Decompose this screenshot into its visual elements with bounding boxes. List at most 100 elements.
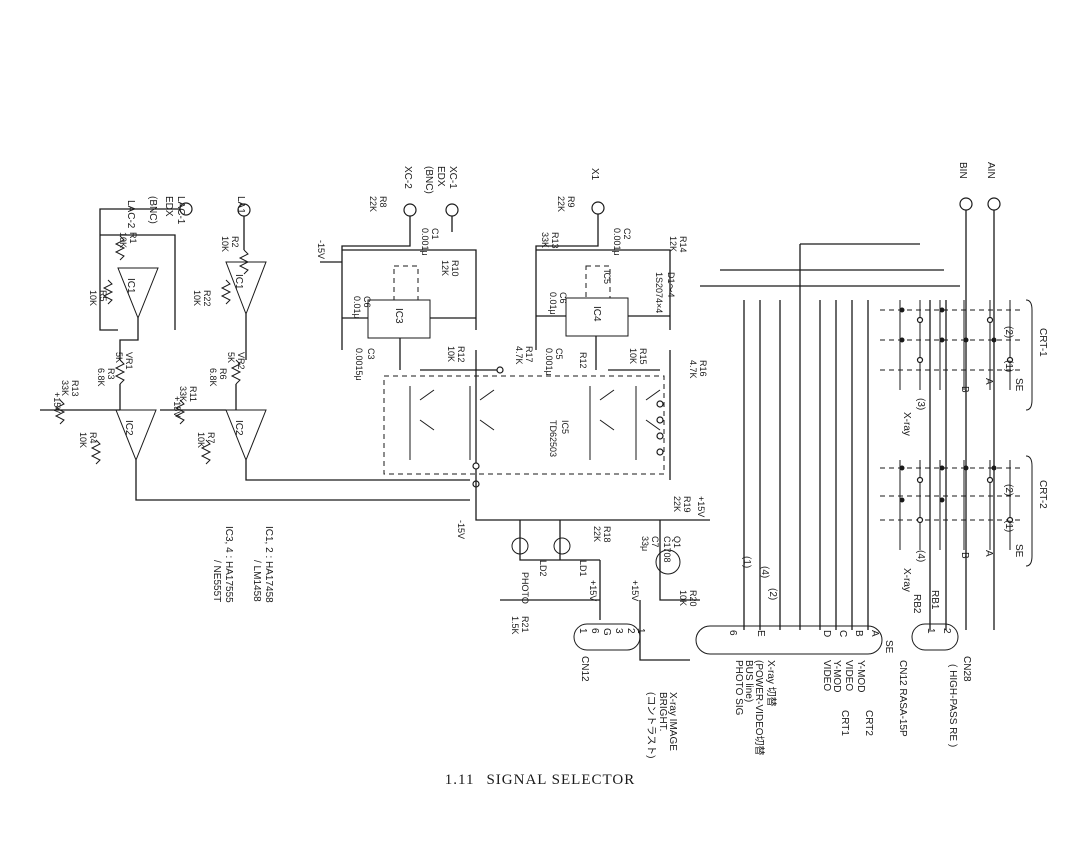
svg-text:10K: 10K [678, 590, 688, 606]
svg-text:0.0015μ: 0.0015μ [354, 348, 364, 381]
svg-text:R7: R7 [206, 432, 216, 444]
svg-text:0.001μ: 0.001μ [420, 228, 430, 256]
svg-text:2: 2 [941, 628, 952, 634]
bin-label: BIN [957, 162, 968, 179]
svg-text:B: B [959, 386, 970, 393]
svg-text:33K: 33K [178, 386, 188, 402]
edx-left-label: EDX [163, 196, 174, 217]
svg-text:X-ray IMAGE: X-ray IMAGE [667, 692, 678, 751]
ic5-array [383, 375, 665, 475]
svg-text:X-ray: X-ray [901, 568, 912, 592]
svg-text:IC5: IC5 [560, 420, 570, 434]
svg-text:/ NE555T: / NE555T [211, 560, 222, 602]
svg-text:6: 6 [727, 630, 738, 636]
svg-text:RB1: RB1 [929, 590, 940, 610]
svg-text:R4: R4 [88, 432, 98, 444]
cn12-right-connector [695, 625, 883, 655]
svg-text:0.001μ: 0.001μ [612, 228, 622, 256]
svg-text:R19: R19 [682, 496, 692, 513]
svg-text:CRT-2: CRT-2 [1037, 480, 1048, 509]
svg-text:R13: R13 [550, 232, 560, 249]
svg-text:0.01μ: 0.01μ [548, 292, 558, 315]
svg-text:IC2: IC2 [233, 420, 244, 436]
svg-text:33μ: 33μ [640, 536, 650, 551]
crt2-switch-bank[interactable] [880, 455, 1033, 567]
svg-text:CRT-1: CRT-1 [1037, 328, 1048, 357]
svg-text:IC1, 2 : HA17458: IC1, 2 : HA17458 [263, 526, 274, 603]
vr2-pot [230, 359, 242, 385]
svg-text:IC3: IC3 [393, 308, 404, 324]
svg-text:LD2: LD2 [538, 560, 548, 577]
x1-jack[interactable] [591, 201, 605, 215]
svg-text:C7: C7 [650, 536, 660, 548]
svg-text:C1708: C1708 [662, 536, 672, 563]
svg-text:R2: R2 [230, 236, 240, 248]
svg-text:A: A [869, 630, 880, 637]
svg-text:6: 6 [589, 628, 600, 634]
svg-text:12K: 12K [668, 236, 678, 252]
svg-text:C6: C6 [558, 292, 568, 304]
svg-text:CRT1: CRT1 [839, 710, 850, 736]
svg-text:IC4: IC4 [591, 306, 602, 322]
svg-text:EDX: EDX [435, 166, 446, 187]
svg-text:BUS line): BUS line) [743, 660, 754, 702]
svg-text:VR2: VR2 [236, 352, 246, 370]
svg-text:1: 1 [635, 628, 646, 634]
svg-text:C6: C6 [362, 296, 372, 308]
svg-text:1: 1 [577, 628, 588, 634]
svg-text:R17: R17 [524, 346, 534, 363]
x1-label: X1 [589, 168, 600, 181]
svg-text:10K: 10K [446, 346, 456, 362]
svg-text:10K: 10K [196, 432, 206, 448]
svg-text:1: 1 [925, 628, 936, 634]
svg-text:22K: 22K [556, 196, 566, 212]
svg-text:R14: R14 [678, 236, 688, 253]
svg-text:10K: 10K [628, 348, 638, 364]
svg-text:TD62503: TD62503 [548, 420, 558, 457]
cn28-label: CN28 [961, 656, 972, 682]
svg-text:Q1: Q1 [672, 536, 682, 548]
svg-text:IC1: IC1 [125, 278, 136, 294]
xc1-label: XC-1 [447, 166, 458, 189]
svg-text:CRT2: CRT2 [863, 710, 874, 736]
svg-text:6.8K: 6.8K [208, 368, 218, 387]
ld2-led [511, 537, 529, 555]
svg-text:SE: SE [883, 640, 894, 654]
svg-text:IC5: IC5 [602, 270, 612, 284]
svg-text:+15V: +15V [588, 580, 598, 601]
ain-jack[interactable] [987, 197, 1001, 211]
svg-text:G: G [601, 628, 612, 636]
svg-text:LAC-2: LAC-2 [125, 200, 136, 229]
ic2b-opamp [225, 409, 267, 462]
svg-text:33K: 33K [540, 232, 550, 248]
xc2-jack[interactable] [403, 203, 417, 217]
svg-text:4.7K: 4.7K [514, 346, 524, 365]
bnc-left-label: (BNC) [147, 196, 158, 224]
xc1-jack[interactable] [445, 203, 459, 217]
svg-text:R9: R9 [566, 196, 576, 208]
svg-text:1S2074×4: 1S2074×4 [654, 272, 664, 313]
svg-text:X-ray 切替: X-ray 切替 [765, 660, 778, 707]
svg-text:D: D [821, 630, 832, 637]
svg-text:(2): (2) [767, 588, 778, 600]
svg-text:+15V: +15V [52, 392, 62, 413]
caption-number: 1.11 [444, 772, 475, 788]
svg-text:0.001μ: 0.001μ [544, 348, 554, 376]
cn12-left-label: CN12 [579, 656, 590, 682]
bin-jack[interactable] [959, 197, 973, 211]
svg-text:R5: R5 [98, 290, 108, 302]
svg-text:R18: R18 [602, 526, 612, 543]
svg-text:2: 2 [625, 628, 636, 634]
svg-text:R21: R21 [520, 616, 530, 633]
crt1-switch-bank[interactable] [880, 299, 1033, 411]
svg-text:PHOTO SIG: PHOTO SIG [733, 660, 744, 716]
svg-text:-15V: -15V [456, 520, 466, 539]
svg-text:Y-MOD: Y-MOD [831, 660, 842, 692]
svg-text:IC2: IC2 [123, 420, 134, 436]
svg-text:PHOTO: PHOTO [520, 572, 530, 604]
svg-text:+15V: +15V [630, 580, 640, 601]
svg-text:R22: R22 [202, 290, 212, 307]
svg-text:(1): (1) [1003, 360, 1014, 372]
lac2-labels: LAC-2 [125, 200, 136, 229]
